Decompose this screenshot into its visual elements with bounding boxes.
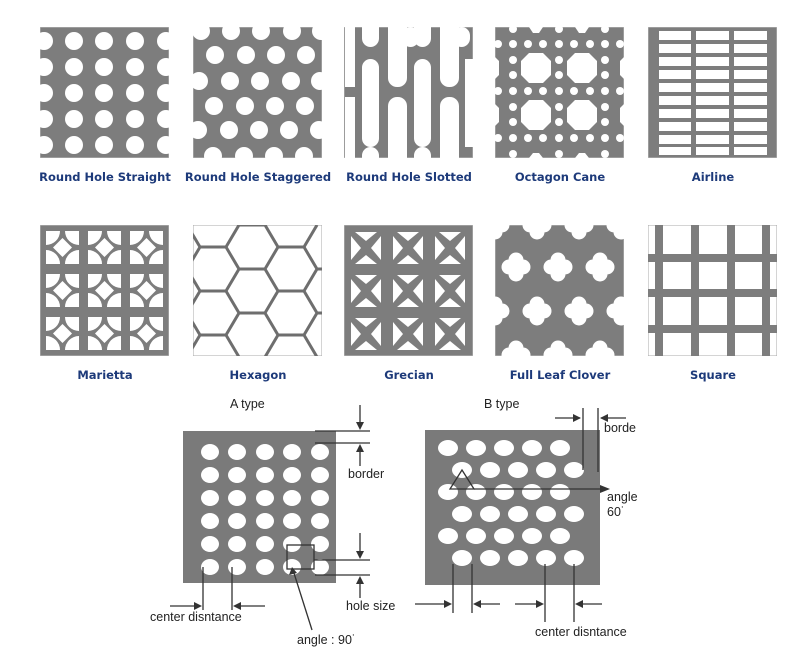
caption-round-hole-straight: Round Hole Straight — [39, 170, 171, 184]
pattern-round-hole-slotted — [344, 27, 473, 158]
round-hole-slotted-image — [344, 27, 473, 158]
round-hole-staggered-image — [193, 27, 322, 158]
pattern-hexagon — [193, 225, 322, 356]
a-type-center-distance-label: center disntance — [150, 610, 242, 624]
hexagon-image — [193, 225, 322, 356]
round-hole-straight-image — [40, 27, 169, 158]
b-type-center-distance-label: center disntance — [535, 625, 627, 639]
b-type-angle-label: angle — [607, 490, 638, 504]
octagon-cane-image — [495, 27, 624, 158]
square-image — [648, 225, 777, 356]
marietta-image — [40, 225, 169, 356]
a-type-title: A type — [230, 397, 265, 411]
caption-octagon-cane: Octagon Cane — [514, 170, 606, 184]
pattern-marietta — [40, 225, 169, 356]
caption-square: Square — [690, 368, 736, 382]
pattern-round-hole-straight — [40, 27, 169, 158]
b-type-title: B type — [484, 397, 520, 411]
a-type-border-label: border — [348, 467, 385, 481]
pattern-octagon-cane — [495, 27, 624, 158]
pattern-full-leaf-clover — [495, 225, 624, 356]
b-type-border-label: borde — [604, 421, 636, 435]
b-type-diagram — [415, 408, 626, 622]
caption-full-leaf-clover: Full Leaf Clover — [509, 368, 611, 382]
caption-marietta: Marietta — [77, 368, 133, 382]
grecian-image — [344, 225, 473, 356]
airline-image — [648, 27, 777, 158]
full-leaf-clover-image — [495, 225, 624, 356]
a-type-diagram — [170, 405, 370, 631]
b-type-angle-value: 60˙ — [607, 505, 626, 519]
caption-round-hole-slotted: Round Hole Slotted — [346, 170, 472, 184]
caption-hexagon: Hexagon — [229, 368, 287, 382]
a-type-angle-label: angle : 90˙ — [297, 633, 357, 647]
a-type-hole-size-label: hole size — [346, 599, 396, 613]
pattern-square — [648, 225, 777, 356]
caption-airline: Airline — [691, 170, 735, 184]
pattern-round-hole-staggered — [193, 27, 322, 158]
caption-round-hole-staggered: Round Hole Staggered — [184, 170, 332, 184]
caption-grecian: Grecian — [384, 368, 434, 382]
pattern-grecian — [344, 225, 473, 356]
pattern-airline — [648, 27, 777, 158]
